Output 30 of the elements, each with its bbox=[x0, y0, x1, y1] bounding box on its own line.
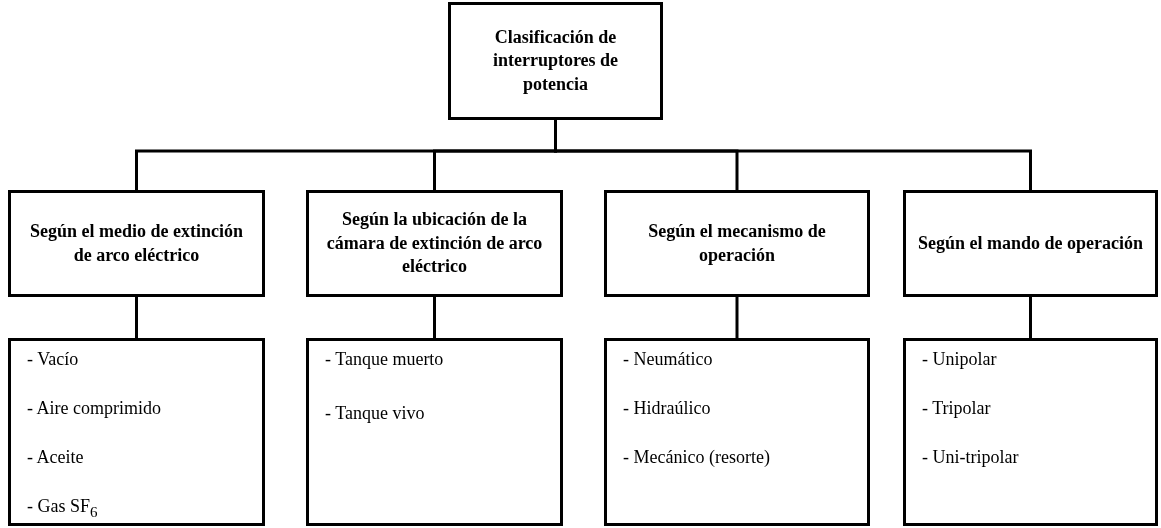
list-item: - Vacío bbox=[27, 349, 79, 369]
category-title: Según el mando de operación bbox=[918, 231, 1143, 255]
category-title: Según el mecanismo de operación bbox=[647, 220, 827, 267]
list-item: - Tripolar bbox=[922, 398, 991, 418]
list-item: - Mecánico (resorte) bbox=[623, 447, 770, 467]
list-item: - Hidraúlico bbox=[623, 398, 711, 418]
connector-line bbox=[1029, 297, 1032, 338]
category-title: Según la ubicación de la cámara de extinción de arco eléctrico bbox=[325, 208, 544, 279]
connector-line bbox=[135, 297, 138, 338]
list-box bbox=[8, 338, 265, 526]
list-item: - Tanque vivo bbox=[325, 403, 425, 423]
connector-line bbox=[433, 297, 436, 338]
list-item: - Tanque muerto bbox=[325, 349, 444, 369]
list-item: - Unipolar bbox=[922, 349, 997, 369]
category-box bbox=[448, 2, 663, 120]
connector-line bbox=[735, 297, 739, 338]
list-item: - Uni-tripolar bbox=[922, 447, 1019, 467]
list-item: - Aceite bbox=[27, 447, 84, 467]
list-box bbox=[903, 338, 1158, 526]
category-title: Clasificación de interruptores de potencia bbox=[491, 25, 620, 96]
category-box bbox=[604, 190, 870, 297]
category-box bbox=[8, 190, 265, 297]
list-item: - Aire comprimido bbox=[27, 398, 161, 418]
list-item: - Neumático bbox=[623, 349, 713, 369]
category-box bbox=[903, 190, 1158, 297]
category-box bbox=[306, 190, 563, 297]
list-item: - Gas SF$_{6}$ bbox=[27, 496, 98, 516]
list-box bbox=[604, 338, 870, 526]
list-box bbox=[306, 338, 563, 526]
category-title: Según el medio de extinción de arco eléctrico bbox=[29, 220, 244, 267]
